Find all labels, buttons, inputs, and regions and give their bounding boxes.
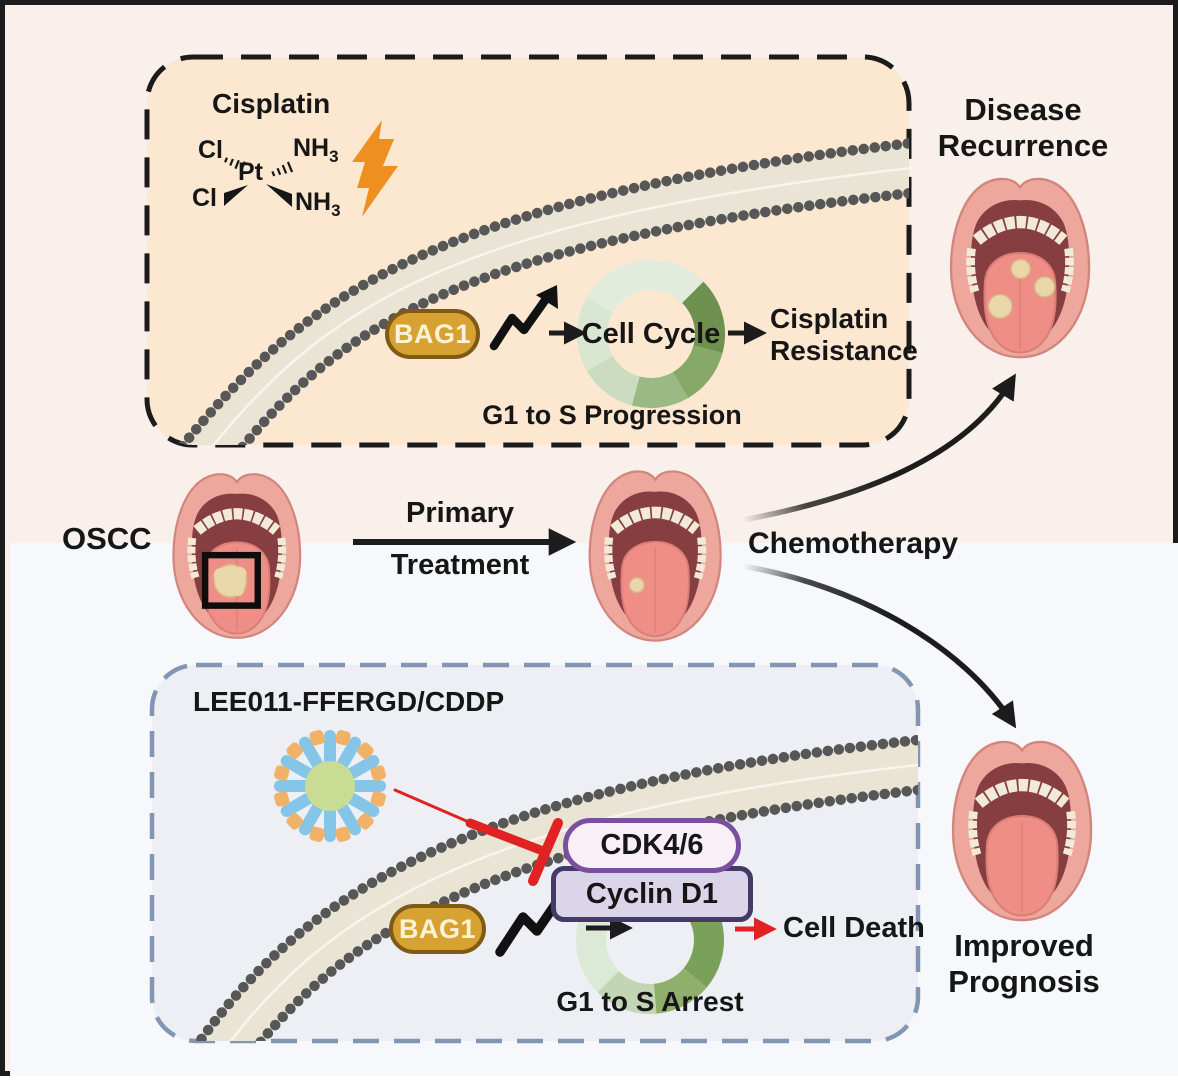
improved-prognosis-label: Improved Prognosis [948, 928, 1100, 999]
chem-nh3-bottom: NH3 [295, 188, 341, 220]
disease-recurrence-label: Disease Recurrence [937, 92, 1109, 163]
lee011-title: LEE011-FFERGD/CDDP [193, 686, 505, 717]
primary-label: Primary [405, 497, 514, 529]
chem-nh3-top: NH3 [293, 134, 339, 166]
oscc-label: OSCC [62, 521, 152, 556]
cell-death-label: Cell Death [783, 912, 925, 944]
bag1-badge-bottom: BAG1 [389, 904, 486, 954]
arrest-label: G1 to S Arrest [556, 986, 744, 1017]
chemotherapy-label: Chemotherapy [748, 527, 959, 560]
cell-cycle-label: Cell Cycle [581, 318, 721, 350]
cyclin-d1-badge: Cyclin D1 [551, 866, 753, 922]
chem-cl-bottom: Cl [192, 184, 217, 212]
chem-cl-top: Cl [198, 136, 223, 164]
treatment-label: Treatment [390, 549, 530, 581]
chem-pt: Pt [238, 158, 263, 186]
cdk46-badge: CDK4/6 [563, 818, 741, 873]
progression-label: G1 to S Progression [482, 400, 742, 430]
bag1-badge-top: BAG1 [385, 309, 480, 359]
cisplatin-resistance-label: Cisplatin Resistance [770, 303, 918, 367]
cisplatin-title: Cisplatin [212, 88, 331, 119]
